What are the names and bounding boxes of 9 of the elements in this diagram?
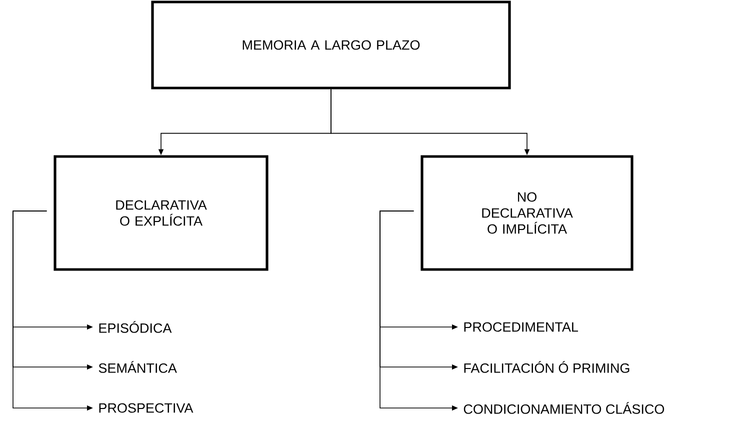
subtype-label: PROCEDIMENTAL	[464, 322, 578, 332]
category-box: MEMORIA A LARGO PLAZO	[151, 0, 511, 90]
category-box: DECLARATIVA O EXPLÍCITA	[54, 155, 268, 271]
subtype-label: FACILITACIÓN Ó PRIMING	[464, 361, 630, 373]
subtype-label: EPISÓDICA	[99, 321, 172, 333]
subtype-label: PROSPECTIVA	[99, 403, 194, 413]
subtype-label: SEMÁNTICA	[98, 361, 177, 373]
subtype-label: CONDICIONAMIENTO CLÁSICO	[464, 402, 664, 414]
category-box: NO DECLARATIVA O IMPLÍCITA	[420, 155, 634, 271]
